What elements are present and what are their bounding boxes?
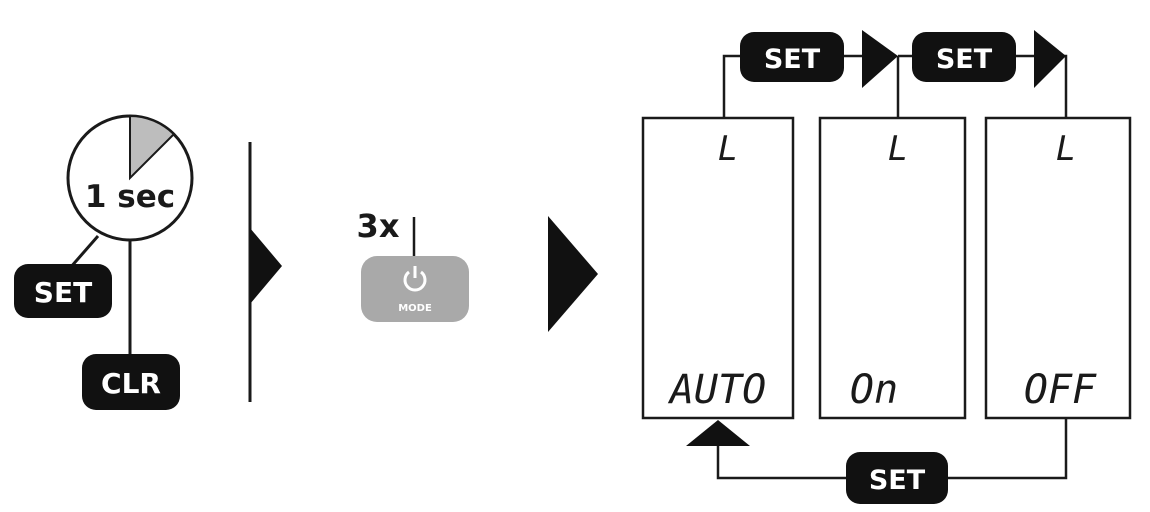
mode-button[interactable]: MODE <box>361 256 469 322</box>
mode-button-label: MODE <box>398 303 432 314</box>
lcd-top-char: L <box>1056 129 1076 169</box>
arrow-right-large-icon <box>548 216 598 332</box>
lcd-top-char: L <box>888 129 908 169</box>
lcd-value: OFF <box>1024 367 1097 413</box>
mode-press-step: 3x MODE <box>357 207 469 322</box>
step-separator-1 <box>248 142 282 402</box>
set-button-label: SET <box>34 276 92 309</box>
bottom-set-label: SET <box>869 465 926 496</box>
bottom-return-path <box>686 418 1068 480</box>
lcd-value: On <box>850 367 898 413</box>
top-set-1-label: SET <box>764 44 821 75</box>
lcd-display-off: L OFF <box>984 116 1132 420</box>
bottom-set-button[interactable]: SET <box>846 452 948 504</box>
hold-timer: 1 sec SET CLR <box>14 114 194 410</box>
lcd-display-auto: L AUTO <box>641 116 795 420</box>
arrow-right-icon <box>1034 30 1066 88</box>
set-button[interactable]: SET <box>14 264 112 318</box>
lcd-display-on: L On <box>818 116 967 420</box>
press-count-label: 3x <box>357 207 400 245</box>
lcd-top-char: L <box>718 129 738 169</box>
timer-duration-label: 1 sec <box>85 179 175 215</box>
arrow-right-icon <box>250 228 282 304</box>
power-icon <box>403 266 427 292</box>
arrow-right-icon <box>862 30 898 88</box>
clr-button-label: CLR <box>101 367 161 400</box>
lcd-value: AUTO <box>667 367 766 413</box>
set-connector-line <box>68 235 100 269</box>
top-set-button-2[interactable]: SET <box>912 32 1016 82</box>
top-set-2-label: SET <box>936 44 993 75</box>
clr-button[interactable]: CLR <box>82 354 180 410</box>
top-set-button-1[interactable]: SET <box>740 32 844 82</box>
arrow-up-icon <box>686 420 750 446</box>
timer-elapsed-wedge <box>129 114 176 181</box>
